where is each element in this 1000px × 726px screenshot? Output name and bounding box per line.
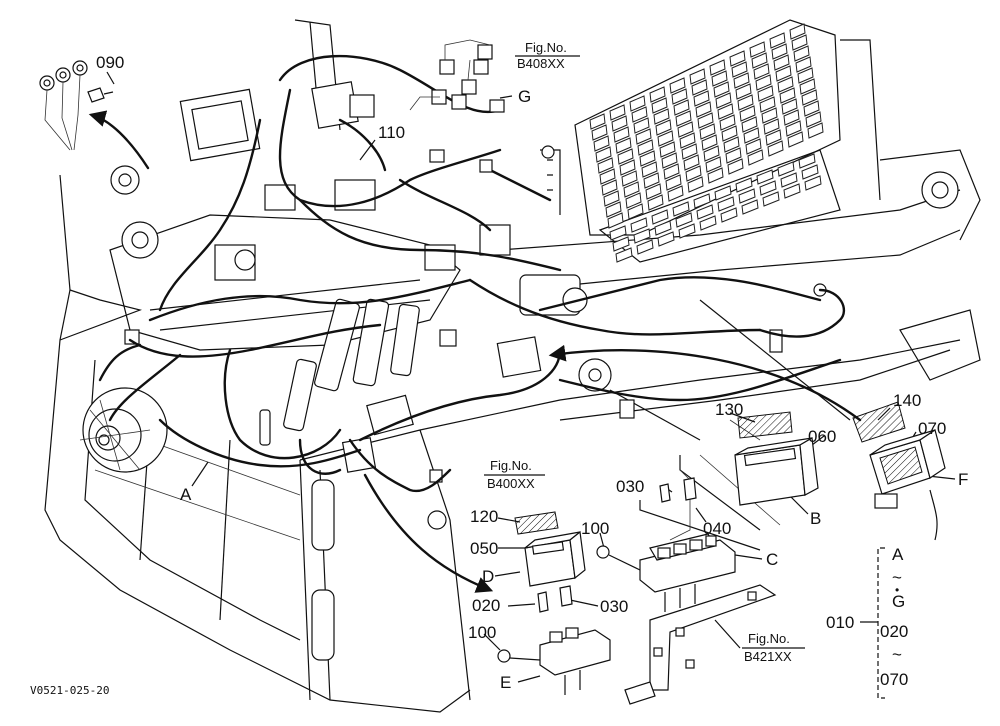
range-end-number: 070	[880, 670, 908, 689]
callout-140: 140	[893, 391, 921, 410]
range-end-letter: G	[892, 592, 905, 611]
callout-E: E	[500, 673, 511, 692]
range-bracket	[877, 547, 885, 699]
alternator	[79, 387, 168, 473]
callout-020: 020	[472, 596, 500, 615]
label-sticker-120	[514, 511, 559, 535]
callout-labels: 090 110 G A 140 130 060 070 F 030 040 B …	[96, 53, 968, 692]
callout-100-lower: 100	[468, 623, 496, 642]
callout-100-upper: 100	[581, 519, 609, 538]
callout-040: 040	[703, 519, 731, 538]
callout-A: A	[180, 485, 192, 504]
relay-f-070	[852, 401, 946, 541]
svg-text:•: •	[895, 583, 899, 597]
fig-reference-labels: Fig.No. B408XX Fig.No. B400XX Fig.No. B4…	[484, 40, 805, 664]
bracket-plate	[624, 584, 777, 705]
fig-ref-b408-label: Fig.No.	[525, 40, 567, 55]
wiring-harness-main	[98, 54, 846, 493]
callout-G: G	[518, 87, 531, 106]
fuse-holder-c	[596, 477, 736, 612]
callout-030-upper: 030	[616, 477, 644, 496]
callout-D: D	[482, 567, 494, 586]
cab-grid-screen	[574, 19, 841, 263]
fig-ref-b421-label: Fig.No.	[748, 631, 790, 646]
range-tilde-2: ~	[892, 645, 902, 664]
callout-120: 120	[470, 507, 498, 526]
drawing-code: V0521-025-20	[30, 684, 109, 697]
fig-ref-b400-code: B400XX	[487, 476, 535, 491]
callout-090: 090	[96, 53, 124, 72]
fuse-holder-e	[497, 585, 611, 695]
reference-arrows	[88, 110, 862, 593]
range-text: A ~ G 020 ~ 070 •	[880, 545, 908, 689]
ring-terminals-group	[39, 60, 114, 151]
callout-010: 010	[826, 613, 854, 632]
callout-130: 130	[715, 400, 743, 419]
fuse-box-d	[514, 511, 586, 587]
label-sticker-130	[737, 411, 793, 439]
callout-F: F	[958, 470, 968, 489]
range-start-letter: A	[892, 545, 904, 564]
fig-ref-b421-code: B421XX	[744, 649, 792, 664]
range-start-number: 020	[880, 622, 908, 641]
label-sticker-140	[852, 401, 906, 443]
leader-lines	[106, 71, 956, 683]
connector-cluster-g	[409, 39, 505, 173]
callout-110: 110	[378, 123, 405, 142]
range-tilde-1: ~	[892, 568, 902, 587]
callout-050: 050	[470, 539, 498, 558]
callout-060: 060	[808, 427, 836, 446]
fig-ref-b400-label: Fig.No.	[490, 458, 532, 473]
fig-ref-b408-code: B408XX	[517, 56, 565, 71]
callout-030-lower: 030	[600, 597, 628, 616]
fuse-box-b	[734, 411, 819, 506]
callout-070: 070	[918, 419, 946, 438]
callout-C: C	[766, 550, 778, 569]
callout-B: B	[810, 509, 821, 528]
engine-assembly	[109, 81, 827, 483]
